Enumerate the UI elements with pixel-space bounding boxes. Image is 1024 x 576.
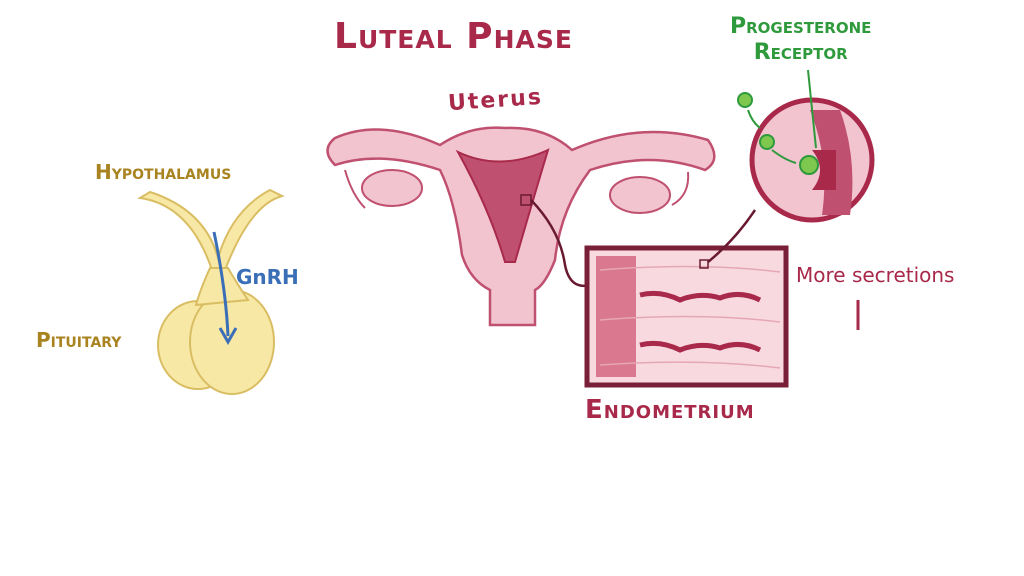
pituitary-label: Pituitary bbox=[36, 328, 122, 352]
more-secretions-label: More secretions bbox=[796, 263, 955, 287]
progesterone-receptor-label: Progesterone Receptor bbox=[730, 14, 871, 66]
hypothalamus-pituitary-drawing bbox=[137, 188, 285, 395]
gnrh-label: GnRH bbox=[236, 265, 299, 289]
diagram-title: Luteal Phase bbox=[334, 16, 573, 57]
endometrium-box bbox=[584, 209, 789, 388]
uterus-drawing bbox=[326, 126, 716, 327]
gnrh-arrow bbox=[212, 231, 238, 346]
receptor-zoom-circle bbox=[737, 69, 875, 223]
progesterone-receptor-line-2: Receptor bbox=[753, 40, 848, 65]
progesterone-receptor-line-1: Progesterone bbox=[730, 14, 872, 39]
hypothalamus-label: Hypothalamus bbox=[95, 160, 232, 184]
endometrium-label: Endometrium bbox=[585, 395, 755, 425]
